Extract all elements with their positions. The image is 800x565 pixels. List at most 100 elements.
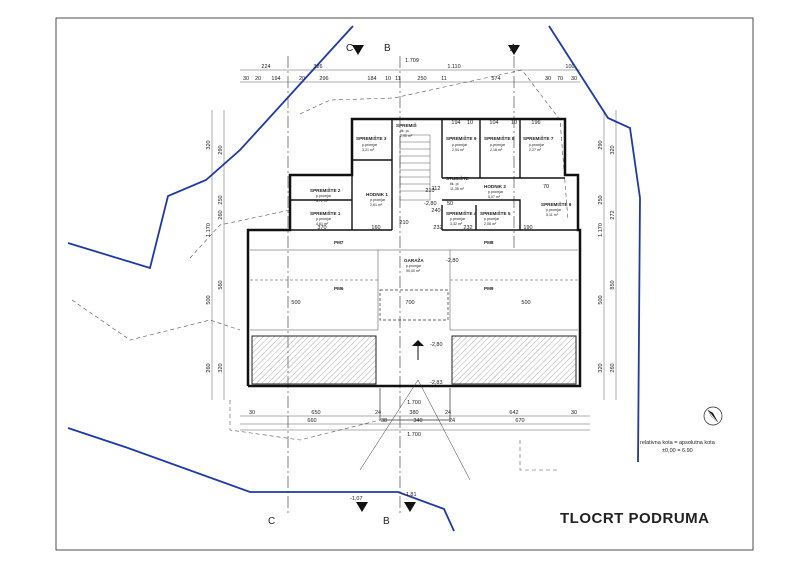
dim-inner-label-7: 232 [433, 225, 442, 231]
room-sp8-area: 2,16 m² [490, 148, 503, 152]
dim-inner-label-5: 370 [317, 225, 326, 231]
room-sp4-sub: p.promjar [450, 217, 466, 221]
level-4: -2,83 [430, 380, 443, 386]
dim-right-label-7: 260 [610, 363, 616, 372]
dim-right-label-1: 320 [610, 145, 616, 154]
dim-inner-label-12: 500 [521, 300, 530, 306]
room-sp5-area: 2,08 m² [484, 222, 497, 226]
dim-inner-label-17: 240 [431, 208, 440, 214]
room-sp3-sub: p.promjar [362, 143, 378, 147]
dim-bot2-label-3: 24 [449, 418, 455, 424]
dim-bot1-label-2: 24 [375, 410, 381, 416]
inner-walls [290, 119, 578, 231]
level-5: -1,07 [350, 496, 363, 502]
dim-inner-label-18: 210 [399, 220, 408, 226]
north-arrow-icon [703, 406, 723, 426]
room-sp3-area: 3,21 m² [362, 148, 375, 152]
room-sp5-name: SPREMIŠTE 5 [480, 209, 511, 216]
section-lines [287, 56, 515, 516]
dim-bot1-label-3: 380 [409, 410, 418, 416]
sheet-border [55, 17, 754, 551]
room-sp5-sub: p.promjar [484, 217, 500, 221]
room-garaza-name: GARAŽA [404, 256, 424, 263]
dim-bot2-label-0: 660 [307, 418, 316, 424]
dim-inner-label-10: 500 [291, 300, 300, 306]
dimension-lines [211, 69, 617, 431]
stairs [399, 134, 431, 201]
level-6: -1,81 [404, 492, 417, 498]
parking-ramps [379, 289, 451, 421]
room-sp7-sub: p.promjar [529, 143, 545, 147]
parking-grid [250, 249, 578, 331]
dim-inner-label-16: 50 [447, 201, 453, 207]
parking-pm9: PM9 [484, 286, 494, 291]
room-hod2-sub: p.promjar [488, 190, 504, 194]
level-3: -2,80 [430, 342, 443, 348]
dim-inner-label-8: 232 [463, 225, 472, 231]
dim-left-label-6: 500 [206, 295, 212, 304]
hatched-area-left [251, 335, 377, 385]
dim-inner-label-2: 104 [489, 120, 498, 126]
entrance-arrow [412, 340, 424, 346]
dim-bot1-label-5: 642 [509, 410, 518, 416]
dim-inner-label-14: 70 [543, 184, 549, 190]
dim-top2-label-3: 20 [299, 76, 305, 82]
dim-top1-label-2: 1.709 [405, 58, 419, 64]
section-label-b-bottom: B [383, 516, 390, 527]
dim-top2-label-8: 250 [417, 76, 426, 82]
dim-top2-label-11: 30 [545, 76, 551, 82]
room-stub-sub: tlk. pl. [450, 182, 459, 186]
room-sp7-name: SPREMIŠTE 7 [523, 134, 554, 141]
section-markers [352, 45, 520, 512]
room-spj-sub: tlk. pl. [400, 129, 409, 133]
dim-right-label-2: 250 [598, 195, 604, 204]
room-sp3-name: SPREMIŠTE 3 [356, 134, 387, 141]
room-garaza-area: 90,00 m² [406, 269, 421, 273]
dim-left-label-4: 1.170 [206, 223, 212, 237]
dim-top2-label-9: 11 [441, 76, 447, 82]
dim-right-label-0: 290 [598, 140, 604, 149]
dim-top2-label-4: 296 [319, 76, 328, 82]
room-sp6-area: 5,11 m² [546, 213, 559, 217]
dim-left-label-8: 320 [218, 363, 224, 372]
parking-pm6: PM6 [334, 286, 344, 291]
dim-bot1-label-0: 30 [249, 410, 255, 416]
dim-bot3-label-0: 1.700 [407, 400, 421, 406]
room-sp6-sub: p.promjar [546, 208, 562, 212]
terrain-line-top-left [67, 25, 354, 270]
level-1: -2,80 [424, 201, 437, 207]
dim-right-label-3: 272 [610, 210, 616, 219]
dim-inner-label-15: 112 [432, 186, 441, 192]
elevation-note-line-1: relativna kota = apsolutna kota [640, 440, 716, 446]
dim-top2-label-1: 20 [255, 76, 261, 82]
dim-right-label-4: 1.170 [598, 223, 604, 237]
dim-bot2-label-1: 38 [381, 418, 387, 424]
dim-left-label-0: 320 [206, 140, 212, 149]
dim-top1-label-0: 224 [261, 64, 270, 70]
dim-top2-label-0: 30 [243, 76, 249, 82]
dim-bot1-label-4: 24 [445, 410, 451, 416]
room-hod1-area: 2,61 m² [370, 203, 383, 207]
room-hod1-sub: p.promjar [370, 198, 386, 202]
drawing-title: TLOCRT PODRUMA [560, 510, 710, 527]
room-spj-area: 2,90 m² [400, 134, 413, 138]
dim-right-label-5: 850 [610, 280, 616, 289]
room-sp4-name: SPREMIŠTE 4 [446, 209, 477, 216]
parking-pm8: PM8 [484, 240, 494, 245]
room-sp1-sub: p.promjar [316, 217, 332, 221]
dim-inner-label-1: 10 [467, 120, 473, 126]
dim-inner-label-9: 190 [523, 225, 532, 231]
parking-pm7: PM7 [334, 240, 344, 245]
dim-inner-label-6: 160 [371, 225, 380, 231]
section-label-b-top: B [384, 43, 391, 54]
level-2: -2,80 [446, 258, 459, 264]
dim-right-label-8: 320 [598, 363, 604, 372]
hatched-area-right [451, 335, 577, 385]
room-spj-name: SPREMIŠ [396, 121, 417, 128]
room-sp9-sub: p.promjar [452, 143, 468, 147]
